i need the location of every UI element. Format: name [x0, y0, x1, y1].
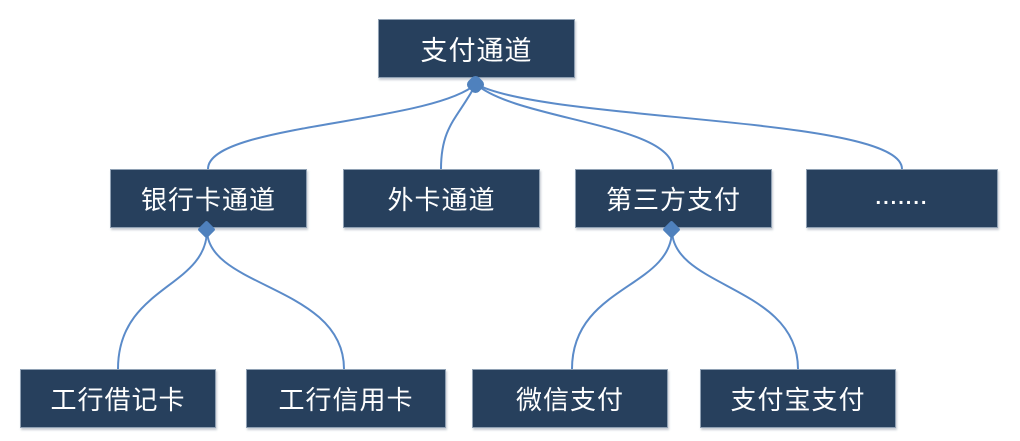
- edge-root-to-bank-card-channel: [207, 83, 477, 170]
- edge-bank-card-to-icbc-debit-card: [117, 229, 208, 370]
- node-bank-card-channel: 银行卡通道: [110, 169, 307, 228]
- edge-root-to-third-party-payment: [475, 83, 674, 170]
- edge-root-to-foreign-card-channel: [440, 83, 477, 170]
- edge-third-party-to-alipay-pay: [671, 229, 799, 370]
- edge-root-to-ellipsis: [475, 83, 903, 170]
- edge-third-party-to-wechat-pay: [571, 229, 673, 370]
- node-alipay-pay: 支付宝支付: [700, 369, 896, 428]
- node-wechat-pay: 微信支付: [472, 369, 668, 428]
- node-ellipsis: .......: [806, 169, 998, 228]
- node-icbc-debit-card: 工行借记卡: [20, 369, 216, 428]
- node-third-party-payment: 第三方支付: [575, 169, 772, 228]
- node-foreign-card-channel: 外卡通道: [343, 169, 540, 228]
- node-payment-channel: 支付通道: [378, 19, 575, 78]
- node-icbc-credit-card: 工行信用卡: [246, 369, 446, 428]
- edge-bank-card-to-icbc-credit-card: [206, 229, 345, 370]
